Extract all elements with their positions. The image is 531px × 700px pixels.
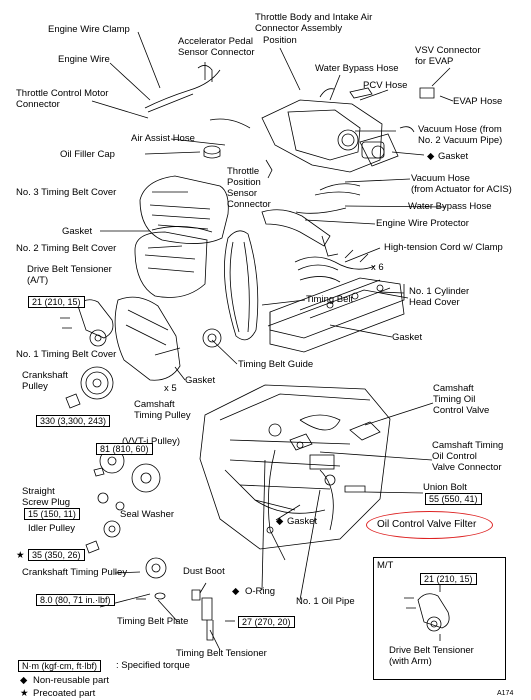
torque-drive-belt-tensioner: 21 (210, 15) xyxy=(28,296,85,308)
label-mt: M/T xyxy=(377,560,394,571)
label-crankshaft-pulley: Crankshaft Pulley xyxy=(22,370,68,392)
label-gasket-top: Gasket xyxy=(438,151,469,162)
label-union-bolt: Union Bolt xyxy=(423,482,467,493)
label-vvti-pulley: (VVT-i Pulley) xyxy=(122,436,181,447)
label-o-ring: O-Ring xyxy=(245,586,276,597)
non-reusable-marker: ◆ xyxy=(232,586,240,597)
label-gasket-left: Gasket xyxy=(62,226,93,237)
label-water-bypass-hose-top: Water Bypass Hose xyxy=(315,63,399,74)
label-no1-cylinder-head-cover: No. 1 Cylinder Head Cover xyxy=(409,286,470,308)
label-oil-control-valve-filter: Oil Control Valve Filter xyxy=(377,519,477,530)
label-vacuum-hose-no2: Vacuum Hose (from No. 2 Vacuum Pipe) xyxy=(418,124,503,146)
figure-code: A174 xyxy=(497,690,514,697)
label-timing-belt: Timing Belt xyxy=(306,294,354,305)
legend-precoated: Precoated part xyxy=(33,688,96,699)
label-drive-belt-tensioner-at: Drive Belt Tensioner (A/T) xyxy=(27,264,112,286)
label-engine-wire-clamp: Engine Wire Clamp xyxy=(48,24,130,35)
torque-crankshaft-pulley: 330 (3,300, 243) xyxy=(36,415,111,427)
label-vacuum-hose-actuator: Vacuum Hose (from Actuator for ACIS) xyxy=(411,173,512,195)
torque-camshaft-pulley: 81 (810, 60) xyxy=(96,443,153,455)
label-pcv-hose: PCV Hose xyxy=(363,80,408,91)
label-position: Position xyxy=(263,35,297,46)
non-reusable-marker: ◆ xyxy=(427,151,435,162)
mt-inset-box xyxy=(373,557,506,680)
precoated-marker: ★ xyxy=(16,550,25,561)
label-throttle-position-sensor: Throttle Position Sensor Connector xyxy=(227,166,271,210)
label-idler-pulley: Idler Pulley xyxy=(28,523,75,534)
label-evap-hose: EVAP Hose xyxy=(453,96,503,107)
label-air-assist-hose: Air Assist Hose xyxy=(131,133,195,144)
label-gasket-mid: Gasket xyxy=(185,375,216,386)
label-no2-timing-belt-cover: No. 2 Timing Belt Cover xyxy=(16,243,117,254)
label-engine-wire-protector: Engine Wire Protector xyxy=(376,218,469,229)
label-dust-boot: Dust Boot xyxy=(183,566,225,577)
non-reusable-marker: ◆ xyxy=(276,516,284,527)
legend-non-reusable: Non-reusable part xyxy=(33,675,110,686)
label-oil-filler-cap: Oil Filler Cap xyxy=(60,149,115,160)
label-camshaft-timing-oil-control-valve: Camshaft Timing Oil Control Valve xyxy=(433,383,490,416)
torque-idler-pulley: 35 (350, 26) xyxy=(28,549,85,561)
label-no1-timing-belt-cover: No. 1 Timing Belt Cover xyxy=(16,349,117,360)
label-seal-washer: Seal Washer xyxy=(120,509,175,520)
label-accelerator-pedal-sensor: Accelerator Pedal Sensor Connector xyxy=(178,36,255,58)
label-timing-belt-tensioner: Timing Belt Tensioner xyxy=(176,648,267,659)
label-gasket-right: Gasket xyxy=(392,332,423,343)
torque-timing-belt-plate: 8.0 (80, 71 in.·lbf) xyxy=(36,594,115,606)
label-crankshaft-timing-pulley: Crankshaft Timing Pulley xyxy=(22,567,128,578)
torque-union-bolt: 55 (550, 41) xyxy=(425,493,482,505)
legend-unit-box: N·m (kgf·cm, ft·lbf) xyxy=(18,660,101,672)
torque-mt-tensioner: 21 (210, 15) xyxy=(420,573,477,585)
label-camshaft-timing-pulley: Camshaft Timing Pulley xyxy=(134,399,191,421)
torque-screw-plug: 15 (150, 11) xyxy=(24,508,80,520)
label-engine-wire: Engine Wire xyxy=(58,54,110,65)
label-gasket-lower: Gasket xyxy=(287,516,318,527)
label-vsv-connector: VSV Connector for EVAP xyxy=(415,45,481,67)
label-x6: x 6 xyxy=(371,262,384,273)
legend-diamond-icon: ◆ xyxy=(20,675,28,686)
label-straight-screw-plug: Straight Screw Plug xyxy=(22,486,71,508)
label-timing-belt-plate: Timing Belt Plate xyxy=(117,616,189,627)
legend-unit-description: : Specified torque xyxy=(116,660,190,671)
torque-timing-belt-tensioner: 27 (270, 20) xyxy=(238,616,295,628)
label-water-bypass-hose-mid: Water Bypass Hose xyxy=(408,201,492,212)
highlight-ellipse xyxy=(366,511,493,539)
label-camshaft-timing-connector: Camshaft Timing Oil Control Valve Connec… xyxy=(432,440,504,473)
label-throttle-control-motor: Throttle Control Motor Connector xyxy=(16,88,109,110)
label-timing-belt-guide: Timing Belt Guide xyxy=(238,359,314,370)
legend-star-icon: ★ xyxy=(20,688,29,699)
label-x5: x 5 xyxy=(164,383,177,394)
label-drive-belt-tensioner-arm: Drive Belt Tensioner (with Arm) xyxy=(389,645,474,667)
label-no3-timing-belt-cover: No. 3 Timing Belt Cover xyxy=(16,187,117,198)
label-throttle-body: Throttle Body and Intake Air Connector A… xyxy=(255,12,373,34)
label-high-tension-cord: High-tension Cord w/ Clamp xyxy=(384,242,503,253)
label-no1-oil-pipe: No. 1 Oil Pipe xyxy=(296,596,355,607)
